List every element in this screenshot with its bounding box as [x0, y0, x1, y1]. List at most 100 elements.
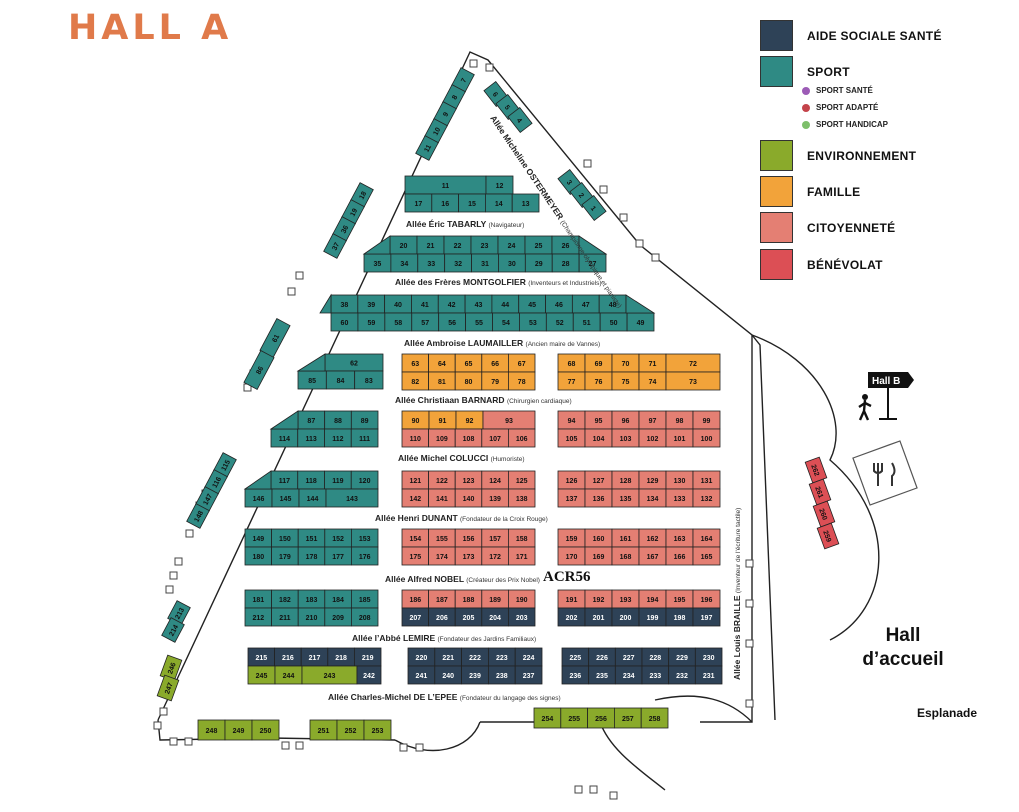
stand-number: 40 — [394, 302, 402, 309]
stand-number: 244 — [283, 673, 295, 680]
stand-number: 113 — [305, 436, 316, 443]
stand-box[interactable] — [665, 371, 721, 391]
stand-number: 61 — [271, 334, 281, 344]
stand-box[interactable] — [507, 428, 536, 448]
stand-box[interactable] — [511, 193, 540, 213]
legend-label: BÉNÉVOLAT — [807, 257, 883, 272]
stand-number: 9 — [442, 111, 450, 118]
stand-number: 151 — [306, 536, 318, 543]
stand-number: 216 — [282, 655, 294, 662]
stand-box[interactable] — [507, 488, 536, 508]
stand-number: 172 — [489, 554, 501, 561]
stand-number: 51 — [583, 320, 591, 327]
stand-box[interactable] — [514, 665, 543, 685]
pillar — [169, 737, 178, 746]
stand-box[interactable] — [251, 719, 280, 741]
stand-number: 65 — [465, 361, 473, 368]
stand-number: 140 — [463, 496, 475, 503]
stand-number: 162 — [647, 536, 659, 543]
stand-number: 259 — [821, 530, 832, 543]
stand-box[interactable] — [356, 665, 382, 685]
alley-label: Allée Charles-Michel DE L’EPEE (Fondateu… — [328, 692, 561, 702]
stand-box[interactable] — [507, 607, 536, 627]
stand-number: 52 — [556, 320, 564, 327]
stand-box[interactable] — [694, 665, 723, 685]
stand-number: 97 — [649, 418, 657, 425]
pillar — [651, 253, 660, 262]
stand-number: 130 — [674, 478, 686, 485]
stand-box[interactable] — [161, 617, 185, 643]
stand-box[interactable] — [350, 607, 379, 627]
stand-number: 204 — [489, 615, 501, 622]
pillar — [745, 559, 754, 568]
stand-number: 95 — [595, 418, 603, 425]
stand-number: 128 — [620, 478, 632, 485]
stand-box[interactable] — [507, 106, 533, 134]
stand-number: 41 — [421, 302, 429, 309]
stand-box[interactable] — [692, 488, 721, 508]
pillar — [485, 63, 494, 72]
hall-accueil-line: Hall — [885, 625, 921, 646]
stand-number: 228 — [649, 655, 661, 662]
stand-number: 22 — [454, 243, 462, 250]
stand-number: 26 — [562, 243, 570, 250]
stand-box[interactable] — [415, 135, 439, 161]
stand-number: 8 — [451, 94, 459, 101]
stand-box[interactable] — [350, 546, 379, 566]
stand-number: 163 — [674, 536, 686, 543]
stand-number: 83 — [365, 378, 373, 385]
stand-box[interactable] — [581, 194, 607, 222]
stand-box[interactable] — [640, 707, 669, 729]
stand-number: 191 — [566, 597, 578, 604]
stand-number: 93 — [505, 418, 513, 425]
stand-box[interactable] — [692, 607, 721, 627]
stand-box[interactable] — [507, 546, 536, 566]
stand-box[interactable] — [692, 428, 721, 448]
stand-number: 251 — [318, 728, 330, 735]
stand-box[interactable] — [323, 233, 347, 259]
wall-stand: 259 — [816, 522, 840, 550]
stand-box[interactable] — [156, 674, 180, 702]
stand-number: 241 — [416, 673, 428, 680]
stand-box[interactable] — [507, 371, 536, 391]
legend-dot-icon — [802, 86, 810, 95]
accueil-icon — [852, 440, 918, 506]
stand-number: 74 — [649, 379, 657, 386]
stand-box[interactable] — [354, 370, 384, 390]
stand-box[interactable] — [325, 488, 379, 508]
stand-number: 235 — [596, 673, 608, 680]
stand-box[interactable] — [692, 546, 721, 566]
stand-box[interactable] — [363, 719, 392, 741]
stand-box[interactable] — [243, 350, 275, 390]
stand-number: 214 — [168, 624, 180, 638]
stand-number: 25 — [535, 243, 543, 250]
stand-number: 252 — [345, 728, 357, 735]
alley-name: Allée l’Abbé LEMIRE — [352, 633, 438, 643]
stand-box[interactable] — [816, 522, 840, 550]
acr-label: ACR56 — [543, 569, 591, 585]
stand-number: 124 — [489, 478, 501, 485]
alley-label: Allée Michel COLUCCI (Humoriste) — [398, 453, 525, 463]
stand-box[interactable] — [186, 503, 210, 529]
pillar — [184, 737, 193, 746]
stand-number: 232 — [676, 673, 688, 680]
stand-number: 102 — [647, 436, 659, 443]
stand-number: 164 — [701, 536, 713, 543]
stand-number: 174 — [436, 554, 448, 561]
stand-number: 202 — [566, 615, 578, 622]
stand-number: 220 — [416, 655, 428, 662]
alley-name: Allée des Frères MONTGOLFIER — [395, 277, 528, 287]
alley-name: Allée Henri DUNANT — [375, 513, 460, 523]
stand-box[interactable] — [350, 428, 379, 448]
stand-number: 60 — [341, 320, 349, 327]
stand-number: 108 — [463, 436, 475, 443]
stand-number: 245 — [256, 673, 268, 680]
